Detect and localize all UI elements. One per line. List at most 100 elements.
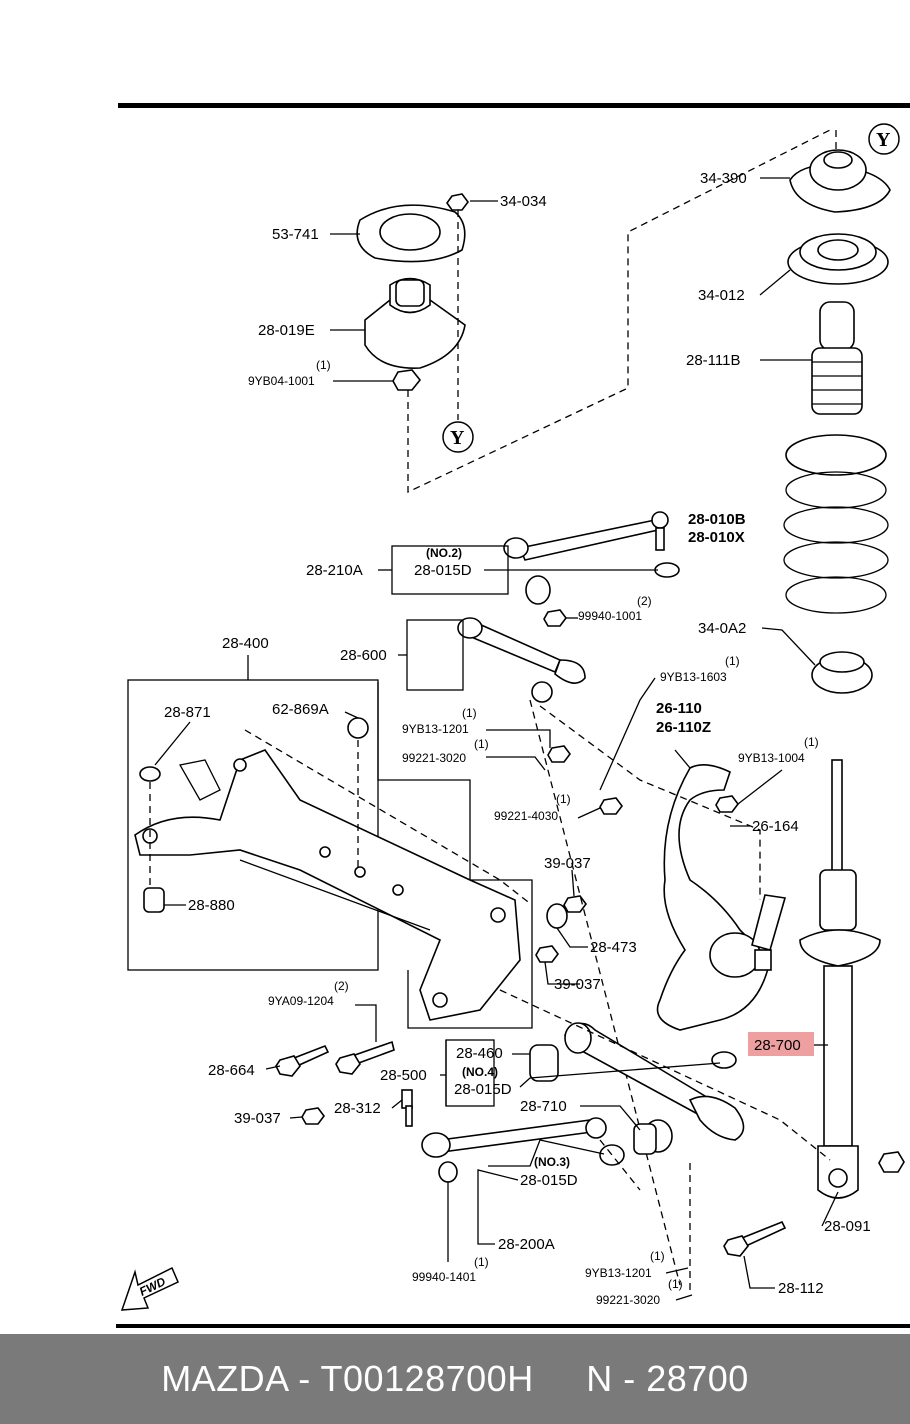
- label-28-710: 28-710: [520, 1098, 567, 1115]
- label-9YB13-1603: 9YB13-1603: [660, 670, 727, 684]
- label-9YB04-1001-qty: (1): [316, 358, 331, 372]
- washer-28-871: [139, 766, 161, 782]
- label-9YA09-1204-qty: (2): [334, 979, 349, 993]
- label-39-037-c: 39-037: [234, 1110, 281, 1127]
- label-28-500: 28-500: [380, 1067, 427, 1084]
- label-28-473: 28-473: [590, 939, 637, 956]
- bolt-28-312: [401, 1089, 413, 1127]
- label-28-112: 28-112: [778, 1280, 824, 1297]
- label-28-010B: 28-010B: [688, 511, 746, 528]
- nut-39-037-a: [563, 895, 587, 913]
- marker-y-upper: [868, 123, 900, 155]
- label-9YB13-1201b-qty: (1): [650, 1249, 665, 1263]
- mount-28-019E: [364, 277, 466, 369]
- label-28-312: 28-312: [334, 1100, 381, 1117]
- label-99940-1401: 99940-1401: [412, 1270, 476, 1284]
- shock-absorber-28-700: [799, 759, 881, 1199]
- label-28-200A: 28-200A: [498, 1236, 555, 1253]
- label-9YB13-1004: 9YB13-1004: [738, 751, 805, 765]
- bump-stop-28-111B: [811, 301, 863, 415]
- label-99940-1001-qty: (2): [637, 594, 652, 608]
- label-no3: (NO.3): [534, 1155, 570, 1169]
- nut-99940-1001: [543, 609, 567, 627]
- label-28-019E: 28-019E: [258, 322, 315, 339]
- label-26-110Z: 26-110Z: [656, 719, 711, 736]
- top-border: [118, 103, 910, 108]
- nut-34-034: [446, 193, 469, 211]
- nut-9YB13-1201: [547, 745, 571, 763]
- label-28-400: 28-400: [222, 635, 269, 652]
- gasket-53-741: [356, 204, 466, 263]
- bolt-9YA09-1204: [335, 1040, 395, 1075]
- label-39-037-b: 39-037: [554, 976, 601, 993]
- label-no2: (NO.2): [426, 546, 462, 560]
- label-28-010X: 28-010X: [688, 529, 745, 546]
- label-34-0A2: 34-0A2: [698, 620, 746, 637]
- bracket-28-400: [127, 679, 379, 971]
- label-62-869A: 62-869A: [272, 701, 329, 718]
- lower-arm-28-500: [529, 1022, 745, 1155]
- bearing-34-012: [787, 233, 889, 285]
- label-28-210A: 28-210A: [306, 562, 363, 579]
- label-99940-1001: 99940-1001: [578, 609, 642, 623]
- label-28-460: 28-460: [456, 1045, 503, 1062]
- bolt-28-112: [723, 1220, 787, 1257]
- link-28-210A: [503, 511, 680, 605]
- label-99221-3020b-qty: (1): [668, 1277, 683, 1291]
- label-28-600: 28-600: [340, 647, 387, 664]
- label-53-741: 53-741: [272, 226, 319, 243]
- label-99940-1401-qty: (1): [474, 1255, 489, 1269]
- part-number-footer: MAZDA - T00128700H N - 28700: [0, 1334, 910, 1424]
- label-26-110: 26-110: [656, 700, 702, 717]
- label-9YB13-1004-qty: (1): [804, 735, 819, 749]
- label-26-164: 26-164: [752, 818, 799, 835]
- bracket-28-600: [406, 619, 464, 691]
- label-99221-4030: 99221-4030: [494, 809, 558, 823]
- bushing-28-880: [143, 887, 165, 913]
- washer-28-473: [546, 903, 568, 929]
- nut-39-037-c: [301, 1107, 325, 1125]
- strut-mount-34-390: [789, 149, 891, 213]
- marker-y-lower: [442, 421, 474, 453]
- suspension-parts-diagram: Y Y: [116, 103, 910, 1328]
- fwd-arrow-icon: FWD: [120, 1266, 179, 1311]
- bottom-border: [116, 1324, 910, 1328]
- nut-9YB04-1001: [392, 369, 422, 391]
- label-99221-4030-qty: (1): [556, 792, 571, 806]
- label-28-664: 28-664: [208, 1062, 255, 1079]
- highlight-28-700: [748, 1032, 814, 1056]
- label-28-015D-c: 28-015D: [520, 1172, 578, 1189]
- bolt-28-664: [275, 1044, 330, 1077]
- nut-39-037-b: [535, 945, 559, 963]
- label-34-012: 34-012: [698, 287, 745, 304]
- label-99221-3020-qty: (1): [474, 737, 489, 751]
- footer-text: MAZDA - T00128700H N - 28700: [161, 1358, 749, 1399]
- nut-28-091: [878, 1151, 905, 1173]
- label-28-015D-a: 28-015D: [414, 562, 472, 579]
- link-28-200A: [421, 1117, 625, 1183]
- label-9YB13-1201-qty: (1): [462, 706, 477, 720]
- spring-seat-34-0A2: [811, 651, 873, 694]
- label-34-390: 34-390: [700, 170, 747, 187]
- coil-spring-28-010B: [783, 434, 889, 614]
- marker-y-upper-text: Y: [876, 129, 891, 151]
- label-28-880: 28-880: [188, 897, 235, 914]
- label-9YB04-1001: 9YB04-1001: [248, 374, 315, 388]
- marker-y-lower-text: Y: [450, 427, 465, 449]
- crossmember-28-400: [134, 749, 521, 1021]
- label-28-091: 28-091: [824, 1218, 871, 1235]
- label-no4: (NO.4): [462, 1065, 498, 1079]
- plug-62-869A: [347, 717, 369, 739]
- label-34-034: 34-034: [500, 193, 547, 210]
- link-28-600: [457, 617, 586, 703]
- label-28-700: 28-700: [754, 1037, 801, 1054]
- nut-99221-4030: [599, 797, 623, 815]
- nut-9YB13-1004: [715, 795, 739, 813]
- label-99221-3020: 99221-3020: [402, 751, 466, 765]
- label-9YB13-1603-qty: (1): [725, 654, 740, 668]
- label-28-111B: 28-111B: [686, 352, 741, 369]
- label-99221-3020b: 99221-3020: [596, 1293, 660, 1307]
- label-9YB13-1201b: 9YB13-1201: [585, 1266, 652, 1280]
- label-28-015D-b: 28-015D: [454, 1081, 512, 1098]
- label-9YB13-1201: 9YB13-1201: [402, 722, 469, 736]
